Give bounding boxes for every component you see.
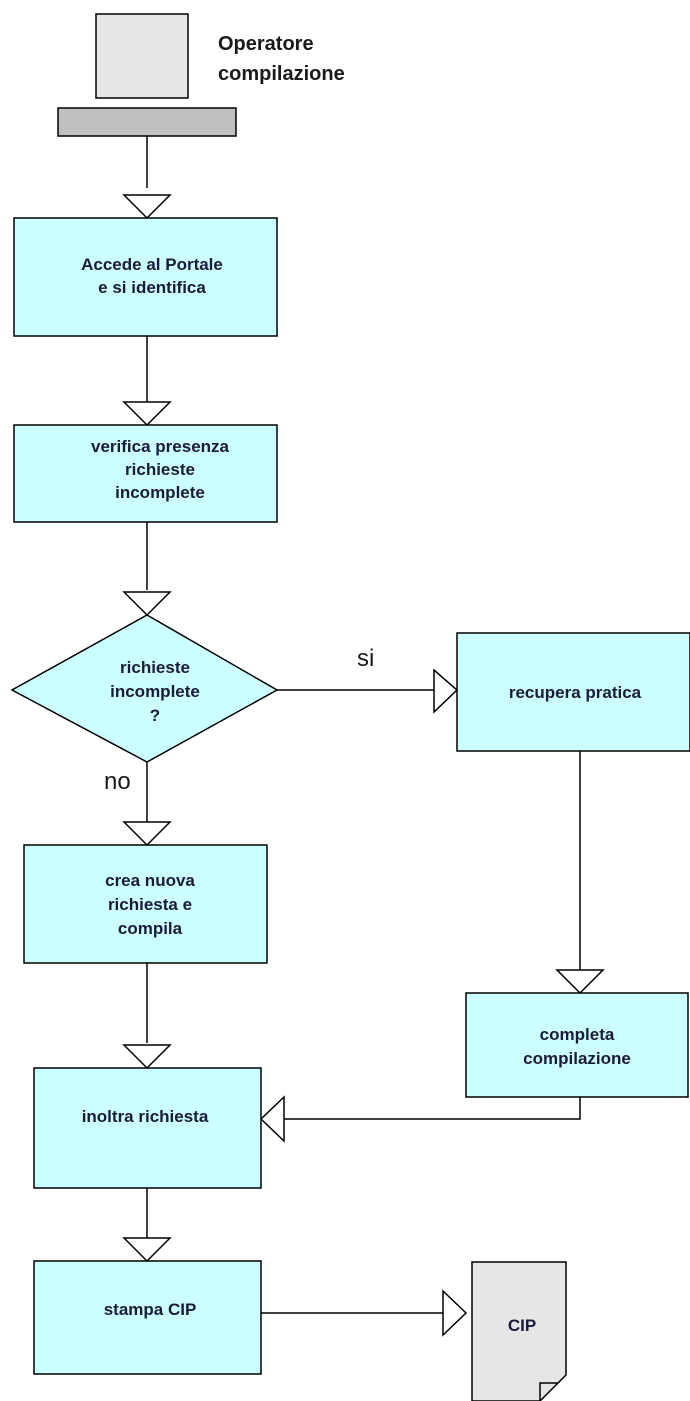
arrowhead-crea — [122, 821, 172, 847]
keyboard-icon — [57, 107, 237, 137]
node-completa-line2: compilazione — [523, 1049, 631, 1068]
node-decision-line1: richieste — [120, 658, 190, 677]
operator-terminal-icon — [57, 13, 237, 137]
operator-title: Operatore — [218, 33, 314, 55]
node-accede-portale — [13, 217, 278, 337]
arrowhead-inoltra — [122, 1044, 172, 1070]
node-verifica-line3: incomplete — [115, 483, 205, 502]
node-completa-line1: completa — [540, 1025, 615, 1044]
document-cip-icon — [471, 1261, 567, 1401]
node-accede-line1: Accede al Portale — [81, 255, 223, 274]
operator-subtitle: compilazione — [218, 63, 345, 85]
arrowhead-recupera — [433, 668, 459, 714]
arrowhead-accede — [122, 194, 172, 220]
branch-label-no: no — [104, 768, 131, 795]
node-verifica-presenza — [13, 424, 278, 523]
arrowhead-verifica — [122, 401, 172, 427]
node-accede-line2: e si identifica — [98, 278, 206, 297]
arrowhead-decision — [122, 591, 172, 617]
arrowhead-inoltra-side — [259, 1095, 285, 1143]
document-fold — [539, 1382, 558, 1401]
arrowhead-completa — [555, 969, 605, 995]
node-crea-line1: crea nuova — [105, 871, 195, 890]
node-recupera-pratica — [456, 632, 690, 752]
node-stampa-cip — [33, 1260, 262, 1375]
node-verifica-line2: richieste — [125, 460, 195, 479]
arrowhead-stampa — [122, 1237, 172, 1263]
monitor-icon — [95, 13, 189, 99]
node-completa-compilazione — [465, 992, 689, 1098]
branch-label-yes: si — [357, 645, 374, 672]
arrowhead-document — [442, 1289, 468, 1337]
node-inoltra-richiesta — [33, 1067, 262, 1189]
node-decision-line2: incomplete — [110, 682, 200, 701]
node-inoltra-line1: inoltra richiesta — [82, 1107, 209, 1126]
node-crea-line2: richiesta e — [108, 895, 192, 914]
connector-completa-inoltra — [284, 1097, 581, 1120]
node-verifica-line1: verifica presenza — [91, 437, 230, 456]
document-shape — [471, 1261, 567, 1401]
node-decision-line3: ? — [150, 706, 160, 725]
node-crea-richiesta — [23, 844, 268, 964]
node-recupera-line1: recupera pratica — [509, 683, 642, 702]
node-stampa-line1: stampa CIP — [104, 1300, 197, 1319]
node-crea-line3: compila — [118, 919, 183, 938]
document-cip-label: CIP — [508, 1316, 536, 1335]
